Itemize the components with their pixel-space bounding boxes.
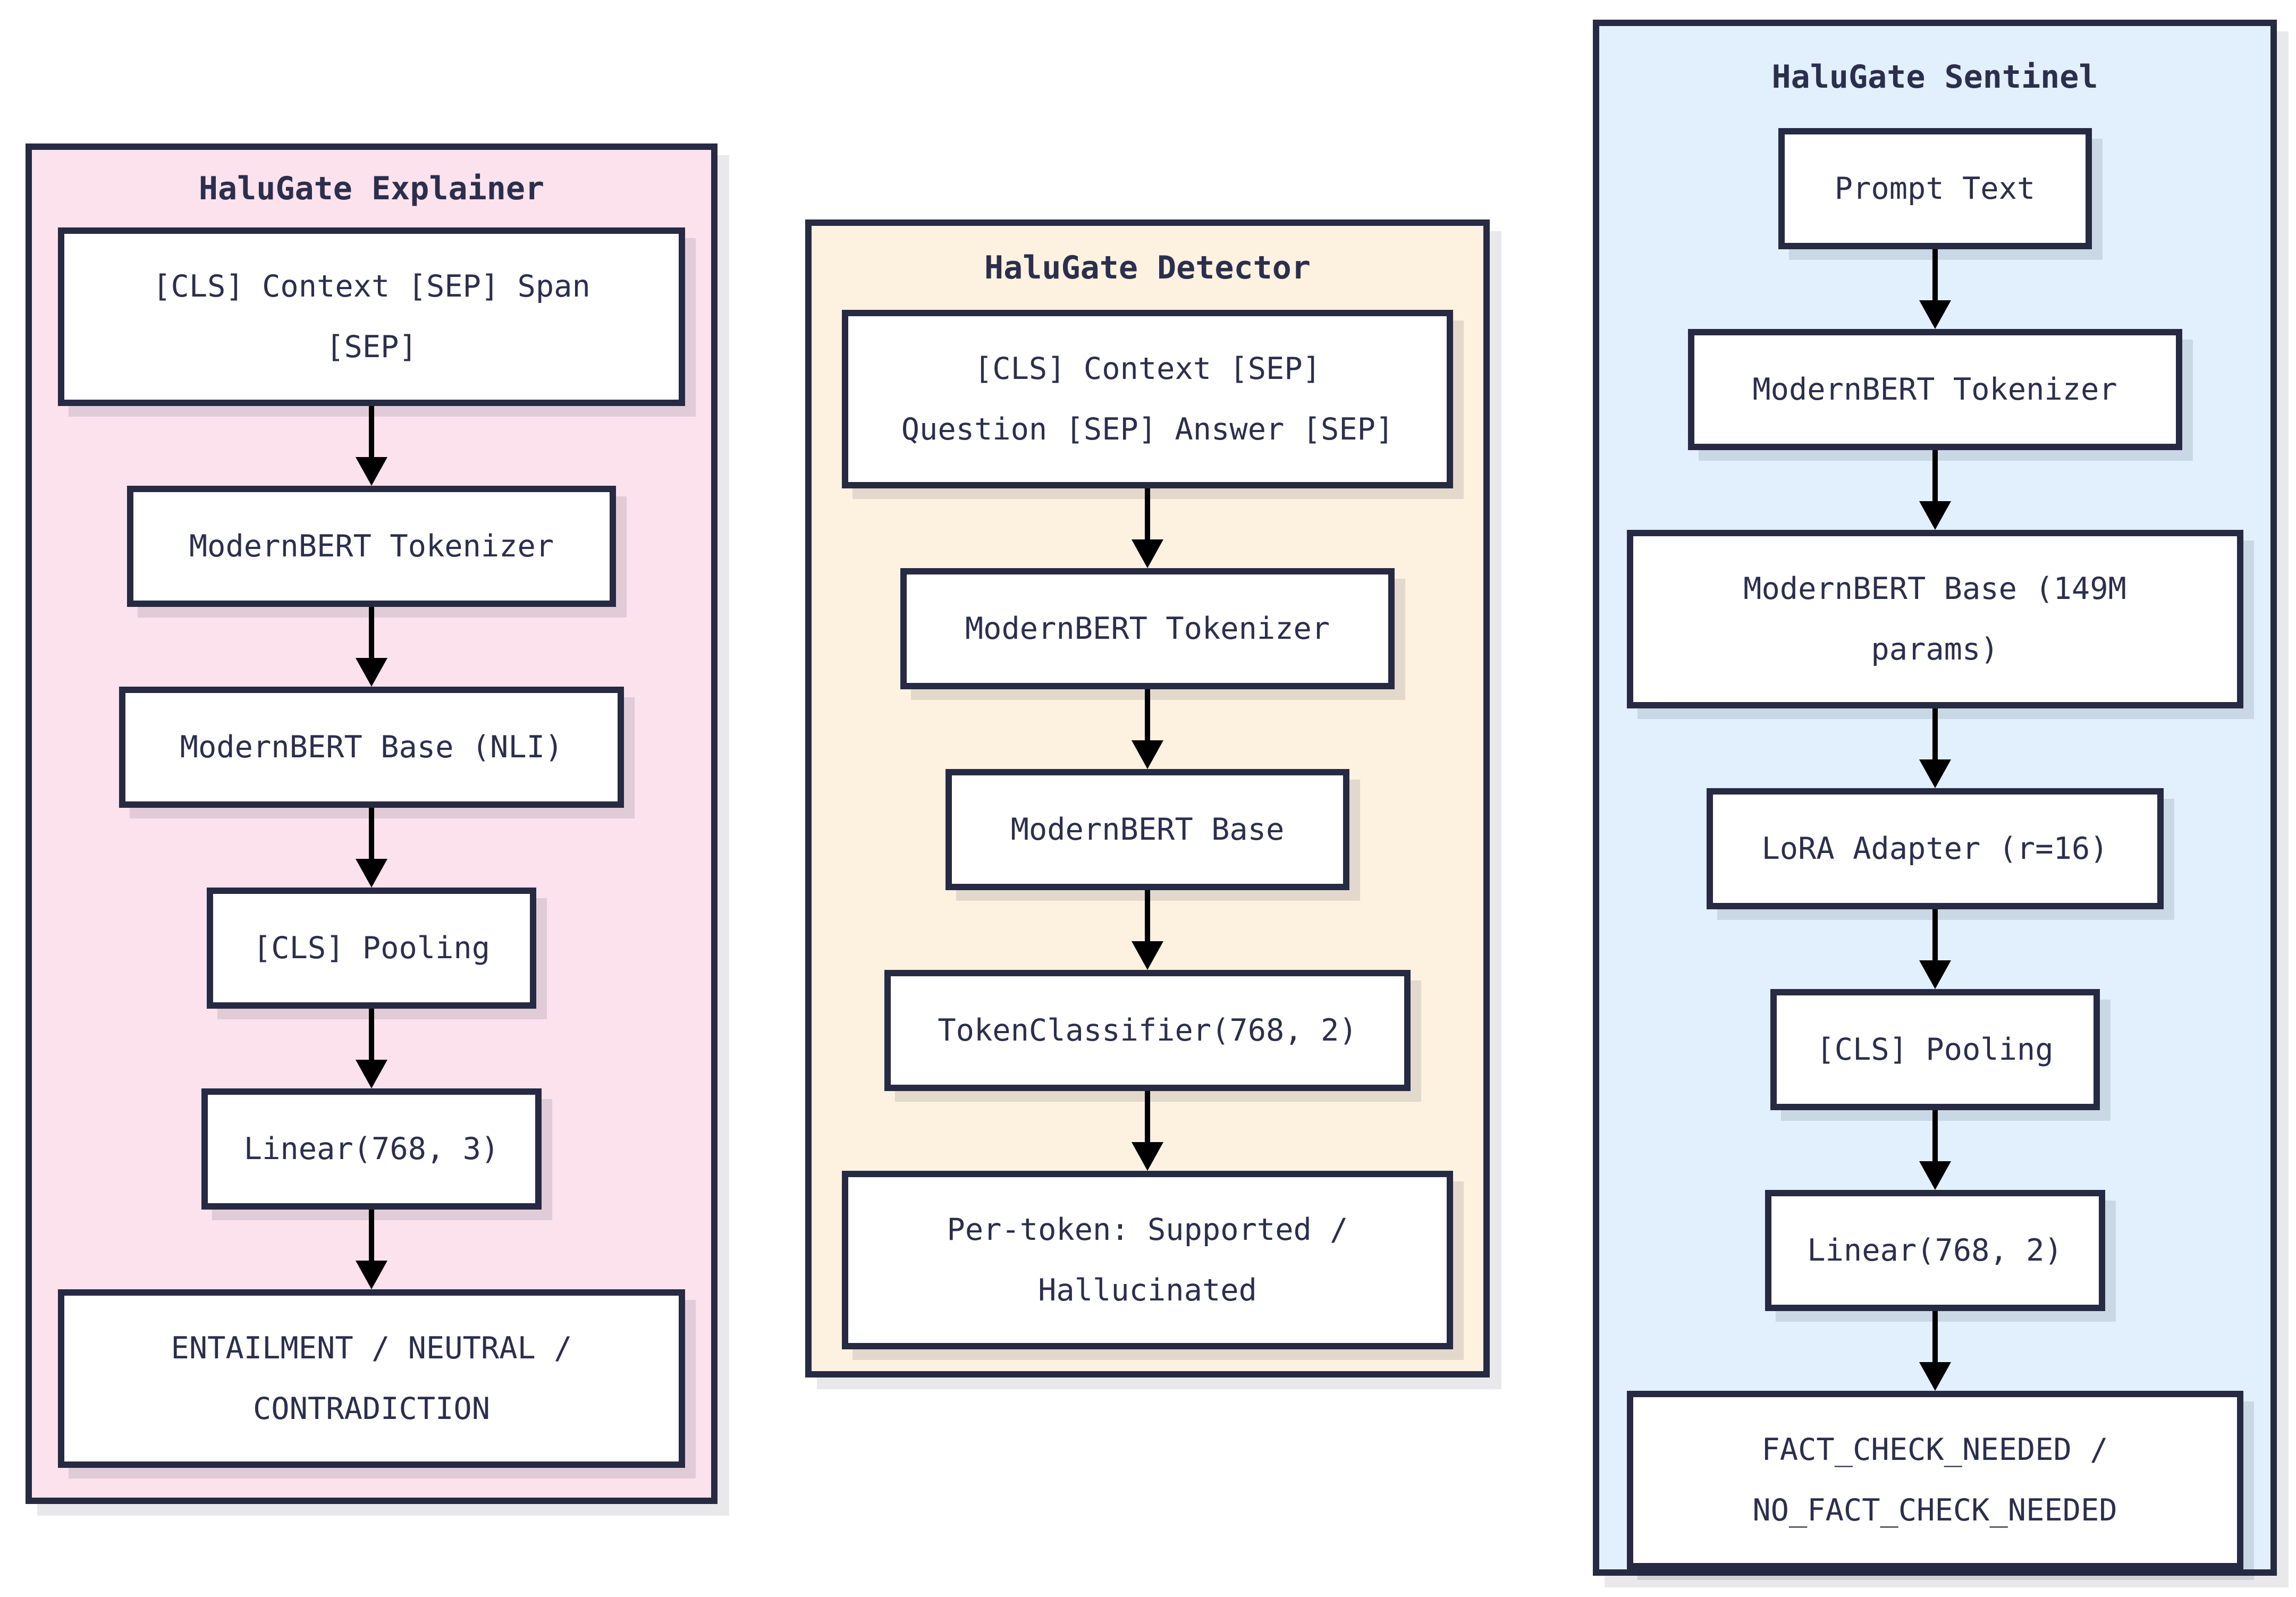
down-arrow-icon — [1919, 1110, 1951, 1190]
down-arrow-icon — [1919, 909, 1951, 989]
flow-box-explainer-cls-pooling: [CLS] Pooling — [207, 888, 536, 1009]
flow-box-line: [CLS] Context [SEP] — [974, 351, 1321, 386]
panel-halugate-explainer: HaluGate Explainer [CLS] Context [SEP] S… — [26, 143, 718, 1504]
flow-box-explainer-input: [CLS] Context [SEP] Span [SEP] — [58, 227, 685, 406]
panel-halugate-sentinel: HaluGate Sentinel Prompt Text ModernBERT… — [1593, 20, 2277, 1576]
flow-box-sentinel-prompt-text: Prompt Text — [1778, 128, 2092, 249]
flow-box-line: [SEP] — [326, 329, 417, 365]
flow-box-line: [CLS] Context [SEP] Span — [153, 269, 590, 304]
flow-box-line: ModernBERT Tokenizer — [189, 529, 554, 564]
arrow-stem — [1145, 1091, 1150, 1142]
down-arrow-icon — [356, 607, 387, 687]
flow-box-line: Question [SEP] Answer [SEP] — [901, 412, 1394, 447]
flow-box-sentinel-lora-adapter: LoRA Adapter (r=16) — [1706, 788, 2164, 909]
arrow-head — [356, 859, 387, 888]
panel-title-sentinel: HaluGate Sentinel — [1771, 58, 2098, 96]
down-arrow-icon — [1919, 1311, 1951, 1391]
arrow-head — [1919, 1362, 1951, 1391]
arrow-stem — [1145, 890, 1150, 941]
arrow-stem — [1932, 1311, 1938, 1362]
arrow-head — [1919, 960, 1951, 989]
flow-box-sentinel-linear: Linear(768, 2) — [1765, 1190, 2105, 1311]
arrow-head — [356, 457, 387, 486]
arrow-head — [1132, 740, 1163, 769]
down-arrow-icon — [356, 406, 387, 486]
flow-box-line: FACT_CHECK_NEEDED / — [1761, 1432, 2108, 1467]
arrow-stem — [1932, 450, 1938, 501]
arrow-stem — [1932, 1110, 1938, 1161]
flow-box-detector-output: Per-token: Supported / Hallucinated — [842, 1171, 1453, 1349]
panel-title-explainer: HaluGate Explainer — [198, 170, 545, 207]
flow-box-line: ENTAILMENT / NEUTRAL / — [171, 1331, 572, 1366]
flow-box-line: ModernBERT Tokenizer — [1752, 372, 2117, 407]
down-arrow-icon — [1132, 689, 1163, 769]
down-arrow-icon — [356, 1009, 387, 1088]
flow-box-detector-input: [CLS] Context [SEP] Question [SEP] Answe… — [842, 310, 1453, 488]
flow-box-explainer-base-nli: ModernBERT Base (NLI) — [119, 687, 624, 808]
arrow-head — [1919, 759, 1951, 788]
arrow-stem — [369, 808, 374, 859]
flow-box-sentinel-base: ModernBERT Base (149M params) — [1626, 530, 2243, 708]
arrow-stem — [1932, 249, 1938, 300]
arrow-head — [1919, 501, 1951, 530]
arrow-head — [356, 1060, 387, 1088]
panel-title-detector: HaluGate Detector — [984, 249, 1311, 286]
flow-box-sentinel-cls-pooling: [CLS] Pooling — [1770, 989, 2100, 1110]
arrow-stem — [369, 1210, 374, 1261]
flow-box-line: LoRA Adapter (r=16) — [1761, 831, 2108, 866]
panel-halugate-detector: HaluGate Detector [CLS] Context [SEP] Qu… — [805, 219, 1490, 1378]
arrow-stem — [1932, 708, 1938, 759]
arrow-head — [356, 658, 387, 687]
down-arrow-icon — [1919, 450, 1951, 530]
arrow-head — [1919, 1161, 1951, 1190]
arrow-head — [1132, 941, 1163, 970]
flow-box-detector-base: ModernBERT Base — [946, 769, 1349, 890]
arrow-head — [1132, 1142, 1163, 1171]
flow-box-detector-tokenizer: ModernBERT Tokenizer — [900, 568, 1395, 689]
down-arrow-icon — [1132, 890, 1163, 970]
flow-box-line: [CLS] Pooling — [252, 931, 491, 966]
flow-box-line: CONTRADICTION — [252, 1391, 491, 1426]
arrow-head — [356, 1261, 387, 1289]
flow-box-line: ModernBERT Base (NLI) — [180, 730, 563, 765]
flow-box-line: ModernBERT Base — [1010, 812, 1285, 847]
flow-box-line: Linear(768, 3) — [243, 1131, 500, 1167]
down-arrow-icon — [356, 808, 387, 888]
flow-box-explainer-tokenizer: ModernBERT Tokenizer — [127, 486, 616, 607]
flow-box-line: NO_FACT_CHECK_NEEDED — [1752, 1493, 2117, 1528]
flow-box-line: TokenClassifier(768, 2) — [938, 1013, 1357, 1048]
flow-box-line: Prompt Text — [1834, 171, 2036, 206]
arrow-head — [1919, 300, 1951, 329]
arrow-stem — [1932, 909, 1938, 960]
arrow-stem — [369, 607, 374, 658]
flow-box-detector-token-classifier: TokenClassifier(768, 2) — [884, 970, 1411, 1091]
arrow-stem — [369, 1009, 374, 1060]
flow-box-explainer-linear: Linear(768, 3) — [201, 1088, 542, 1210]
arrow-head — [1132, 539, 1163, 568]
flow-box-explainer-output: ENTAILMENT / NEUTRAL / CONTRADICTION — [58, 1289, 685, 1468]
flow-box-line: [CLS] Pooling — [1816, 1032, 2054, 1067]
down-arrow-icon — [1132, 1091, 1163, 1171]
flow-box-line: params) — [1871, 632, 1999, 667]
flow-box-line: ModernBERT Base (149M — [1743, 571, 2126, 606]
down-arrow-icon — [1919, 708, 1951, 788]
flow-box-sentinel-tokenizer: ModernBERT Tokenizer — [1687, 329, 2182, 450]
flow-box-line: Per-token: Supported / — [947, 1212, 1348, 1247]
arrow-stem — [1145, 488, 1150, 539]
arrow-stem — [1145, 689, 1150, 740]
flow-box-line: Linear(768, 2) — [1807, 1233, 2063, 1268]
flow-box-sentinel-output: FACT_CHECK_NEEDED / NO_FACT_CHECK_NEEDED — [1626, 1391, 2243, 1569]
flow-box-line: ModernBERT Tokenizer — [965, 611, 1330, 646]
down-arrow-icon — [356, 1210, 387, 1289]
flow-box-line: Hallucinated — [1038, 1273, 1257, 1308]
down-arrow-icon — [1132, 488, 1163, 568]
down-arrow-icon — [1919, 249, 1951, 329]
arrow-stem — [369, 406, 374, 457]
